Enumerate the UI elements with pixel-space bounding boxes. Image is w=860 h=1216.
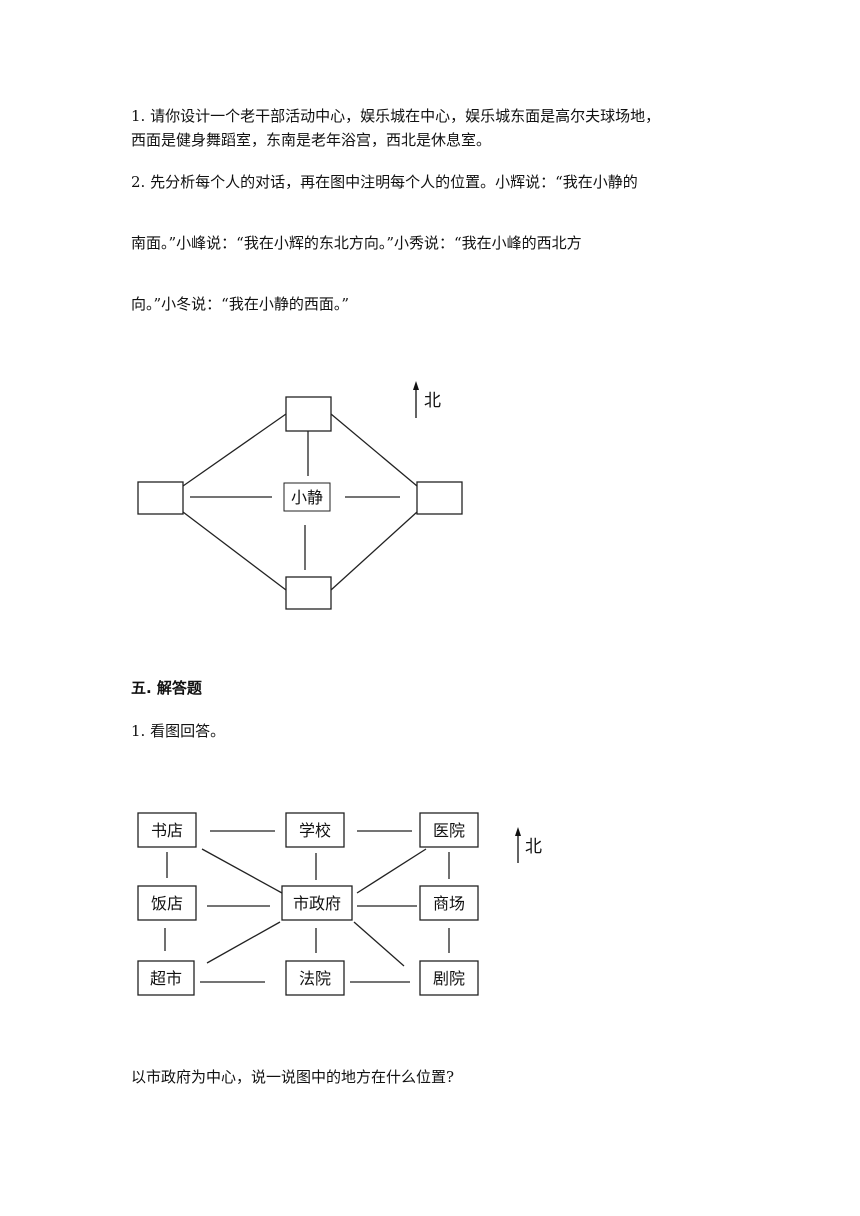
bookstore-label: 书店 bbox=[151, 821, 183, 840]
east-empty-box bbox=[416, 481, 463, 515]
question-2-line-2: 南面。”小峰说：“我在小辉的东北方向。”小秀说：“我在小峰的西北方 bbox=[131, 234, 582, 252]
south-empty-box bbox=[285, 576, 332, 610]
city-hall-label: 市政府 bbox=[293, 894, 341, 913]
hospital-box bbox=[419, 812, 479, 848]
city-hall-box bbox=[281, 885, 353, 921]
connector-line bbox=[356, 848, 427, 894]
mall-label: 商场 bbox=[433, 894, 465, 913]
north-empty-box bbox=[285, 396, 332, 432]
supermarket-box bbox=[137, 960, 195, 996]
question-2-line-1: 2. 先分析每个人的对话，再在图中注明每个人的位置。小辉说：“我在小静的 bbox=[131, 173, 638, 191]
restaurant-box bbox=[137, 885, 197, 921]
supermarket-label: 超市 bbox=[150, 969, 182, 988]
question-1-line-2: 西面是健身舞蹈室，东南是老年浴宫，西北是休息室。 bbox=[131, 131, 492, 149]
connector-line bbox=[182, 511, 287, 591]
connector-line bbox=[330, 413, 418, 487]
final-question: 以市政府为中心，说一说图中的地方在什么位置? bbox=[131, 1068, 455, 1086]
restaurant-label: 饭店 bbox=[151, 894, 183, 913]
position-diagram-2: 书店 学校 医院 饭店 市政府 商场 超市 法院 剧院 北 bbox=[137, 812, 542, 996]
north-arrow-icon bbox=[515, 827, 521, 863]
west-empty-box bbox=[137, 481, 184, 515]
position-diagram-1: 小静 北 bbox=[137, 381, 463, 610]
north-label: 北 bbox=[424, 391, 441, 411]
connector-line bbox=[353, 921, 405, 967]
connector-line bbox=[206, 921, 281, 964]
north-label: 北 bbox=[525, 837, 542, 857]
connector-line bbox=[330, 511, 418, 591]
mall-box bbox=[419, 885, 479, 921]
north-arrow-icon bbox=[413, 381, 419, 418]
section-title: 五. 解答题 bbox=[131, 679, 202, 697]
school-box bbox=[285, 812, 345, 848]
theater-label: 剧院 bbox=[433, 969, 465, 988]
center-label: 小静 bbox=[291, 488, 323, 507]
section-question-1: 1. 看图回答。 bbox=[131, 722, 226, 740]
question-2-line-3: 向。”小冬说：“我在小静的西面。” bbox=[131, 295, 350, 313]
court-label: 法院 bbox=[299, 969, 331, 988]
court-box bbox=[285, 960, 345, 996]
center-box bbox=[283, 482, 331, 512]
theater-box bbox=[419, 960, 479, 996]
bookstore-box bbox=[137, 812, 197, 848]
school-label: 学校 bbox=[299, 821, 331, 840]
connector-line bbox=[201, 848, 283, 894]
hospital-label: 医院 bbox=[433, 821, 465, 840]
connector-line bbox=[182, 413, 287, 487]
question-1-line-1: 1. 请你设计一个老干部活动中心，娱乐城在中心，娱乐城东面是高尔夫球场地， bbox=[131, 107, 661, 125]
